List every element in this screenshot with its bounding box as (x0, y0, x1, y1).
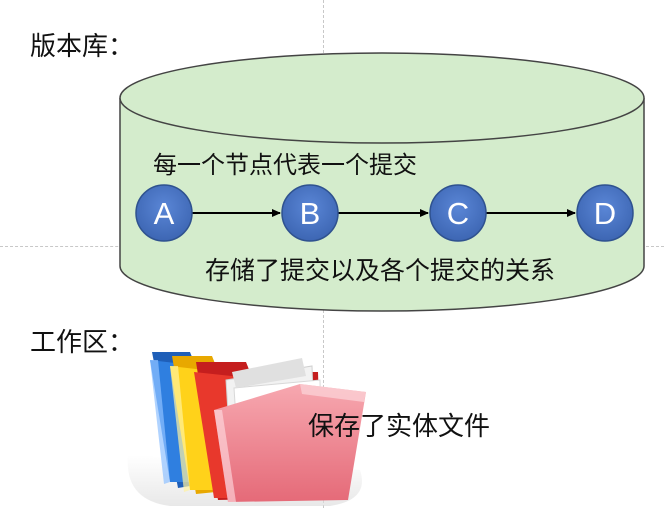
workspace-label: 工作区： (30, 328, 135, 358)
commit-graph: A B C D (135, 184, 634, 242)
folders-icon (127, 352, 366, 506)
commit-node-label: C (447, 196, 469, 231)
commit-node-b (281, 184, 339, 242)
storage-caption: 存储了提交以及各个提交的关系 (205, 256, 555, 285)
commit-node-d (576, 184, 634, 242)
workspace-caption: 保存了实体文件 (308, 412, 490, 442)
commit-node-label: A (154, 196, 175, 231)
repository-label: 版本库： (30, 32, 135, 62)
commit-node-label: B (300, 196, 321, 231)
commit-node-label: D (594, 196, 616, 231)
commit-node-a (135, 184, 193, 242)
commit-node-c (429, 184, 487, 242)
pink-folder-front (214, 384, 366, 502)
node-caption: 每一个节点代表一个提交 (153, 151, 417, 179)
repository-cylinder (119, 52, 645, 312)
